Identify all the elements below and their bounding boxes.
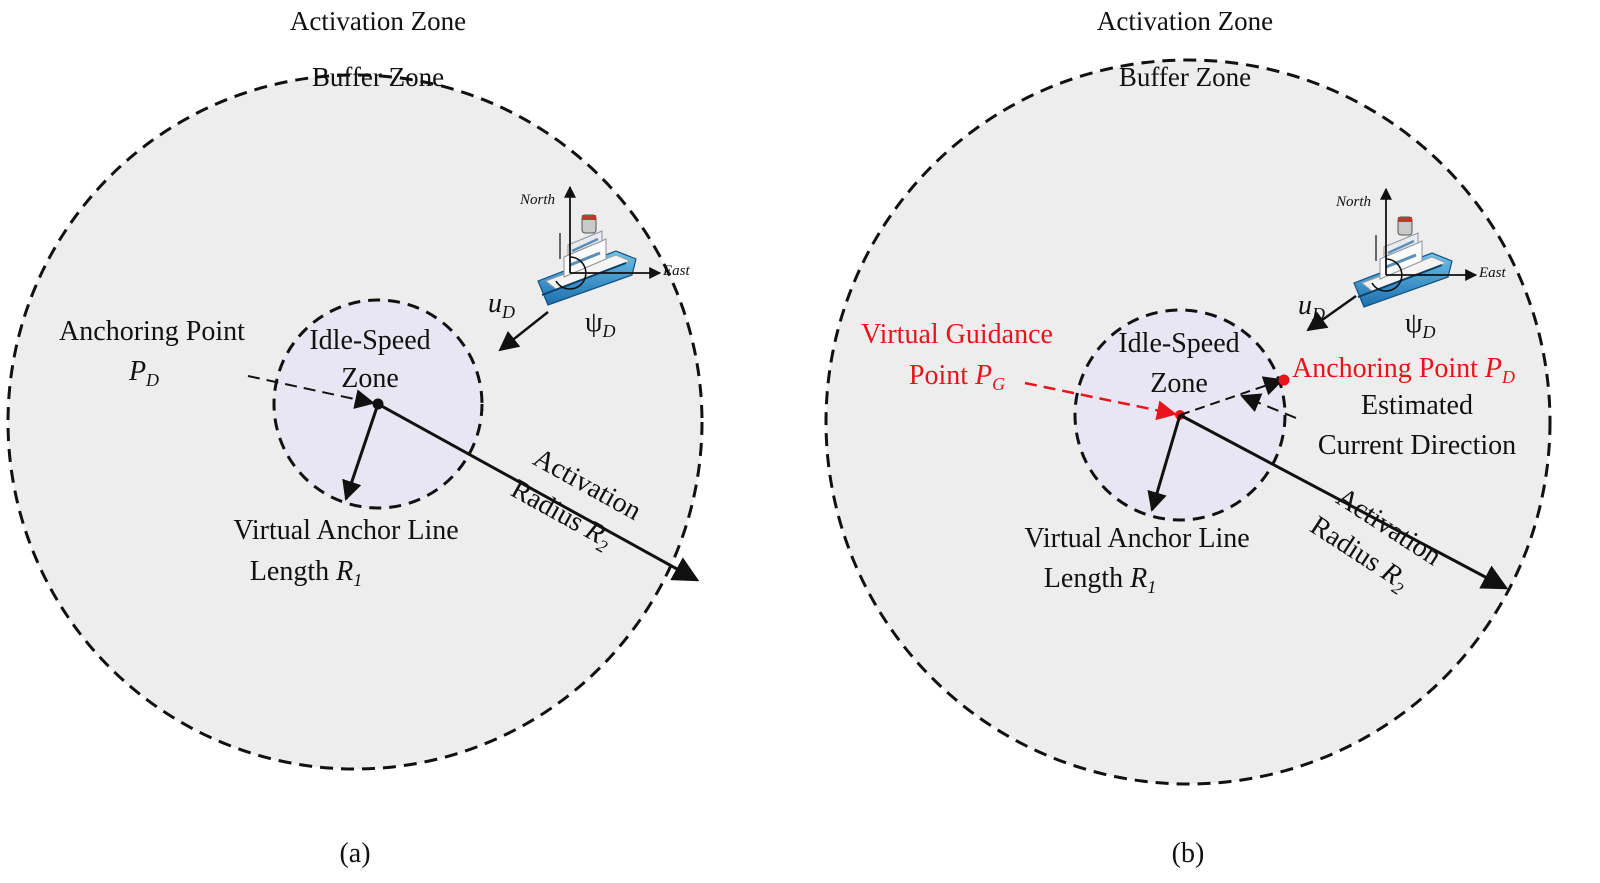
anchor-line-label-line1: Virtual Anchor Line: [1024, 523, 1249, 554]
panel-a-caption: (a): [339, 838, 370, 869]
ship-group: [536, 185, 662, 307]
north-label: North: [519, 192, 555, 208]
panel-b-caption: (b): [1172, 838, 1205, 869]
anchor-line-arrow: [1147, 414, 1182, 512]
activation-radius-arrow: [1179, 413, 1509, 590]
surge-velocity-arrow: [1306, 294, 1357, 332]
ship-group: [1352, 187, 1478, 309]
surge-velocity-label: uD: [1298, 290, 1325, 324]
anchor-line-arrow: [342, 403, 380, 501]
heading-angle-label: ψD: [1405, 308, 1436, 342]
idle-zone-label-line2: Zone: [1150, 368, 1208, 399]
current-direction-arrow: [1240, 393, 1297, 419]
current-direction-label-line2: Current Direction: [1318, 430, 1516, 461]
anchor-line-label-line2: Length R1: [1044, 563, 1156, 597]
buffer-zone-label: Buffer Zone: [1119, 62, 1251, 92]
activation-radius-arrow: [377, 402, 700, 582]
idle-zone-label-line1: Idle-Speed: [309, 325, 430, 356]
guidance-approach-line: [1024, 381, 1177, 421]
idle-zone-label-line2: Zone: [341, 363, 399, 394]
anchoring-point-label: Anchoring Point PD: [1292, 353, 1515, 387]
anchor-line-label-line2: Length R1: [250, 556, 362, 590]
heading-angle-arc: [1371, 258, 1403, 292]
east-label: East: [662, 263, 691, 279]
idle-zone-label-line1: Idle-Speed: [1118, 328, 1239, 359]
panel-b: Activation Zone Buffer Zone Idle-Speed Z…: [824, 6, 1552, 869]
activation-zone-label: Activation Zone: [290, 6, 466, 36]
east-label: East: [1478, 265, 1507, 281]
offset-dashed-line: [1179, 376, 1284, 416]
panel-a: Activation Zone Buffer Zone Idle-Speed Z…: [6, 6, 704, 869]
anchoring-point-symbol: PD: [128, 356, 159, 390]
anchoring-point-label: Anchoring Point: [59, 316, 245, 347]
north-label: North: [1335, 194, 1371, 210]
anchoring-approach-line: [247, 375, 375, 409]
guidance-point-label-line2: Point PG: [909, 360, 1005, 394]
heading-angle-arc: [555, 256, 587, 290]
anchoring-point-marker: [1278, 374, 1290, 386]
buffer-zone-label: Buffer Zone: [312, 62, 444, 92]
anchor-line-label-line1: Virtual Anchor Line: [233, 515, 458, 546]
surge-velocity-arrow: [498, 311, 549, 352]
surge-velocity-label: uD: [488, 288, 515, 322]
heading-angle-label: ψD: [585, 307, 616, 341]
current-direction-label-line1: Estimated: [1361, 390, 1473, 421]
guidance-point-label-line1: Virtual Guidance: [861, 319, 1053, 350]
activation-zone-label: Activation Zone: [1097, 6, 1273, 36]
